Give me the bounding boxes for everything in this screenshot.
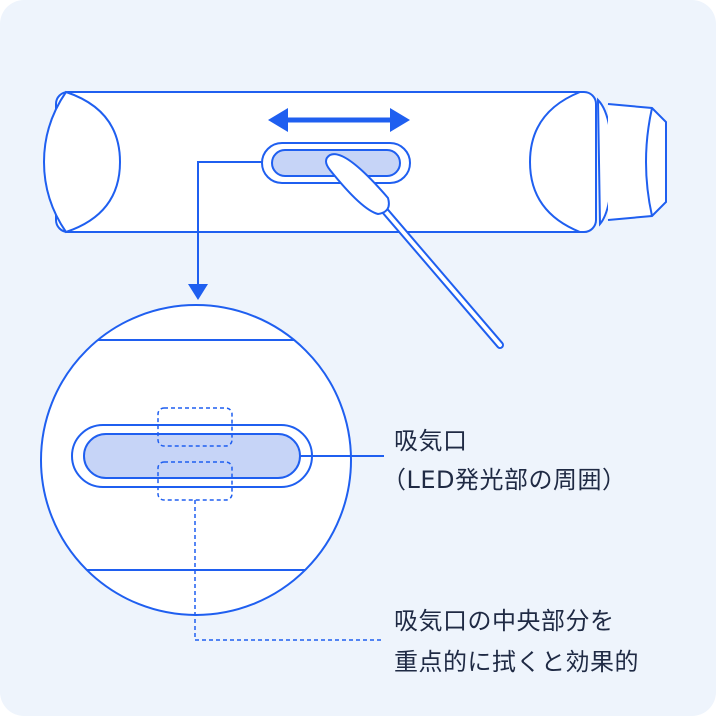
zoom-leader-arrow (188, 161, 262, 300)
cotton-swab-icon (325, 153, 504, 349)
center-highlight-bottom (157, 461, 233, 501)
tip-leader-line (194, 500, 384, 641)
zoom-slot-inner (83, 433, 301, 479)
tip-line-2: 重点的に拭くと効果的 (394, 648, 639, 676)
left-end-cap (42, 90, 122, 234)
zoom-view (40, 304, 352, 616)
connector-step (645, 107, 653, 217)
tip-line-1: 吸気口の中央部分を (394, 607, 615, 635)
right-end-curve (528, 91, 581, 233)
intake-title: 吸気口 (394, 427, 468, 455)
connector (607, 103, 667, 221)
intake-subtitle: （LED発光部の周囲） (382, 466, 627, 494)
center-highlight-top (157, 407, 233, 447)
wipe-direction-arrow (268, 108, 410, 132)
